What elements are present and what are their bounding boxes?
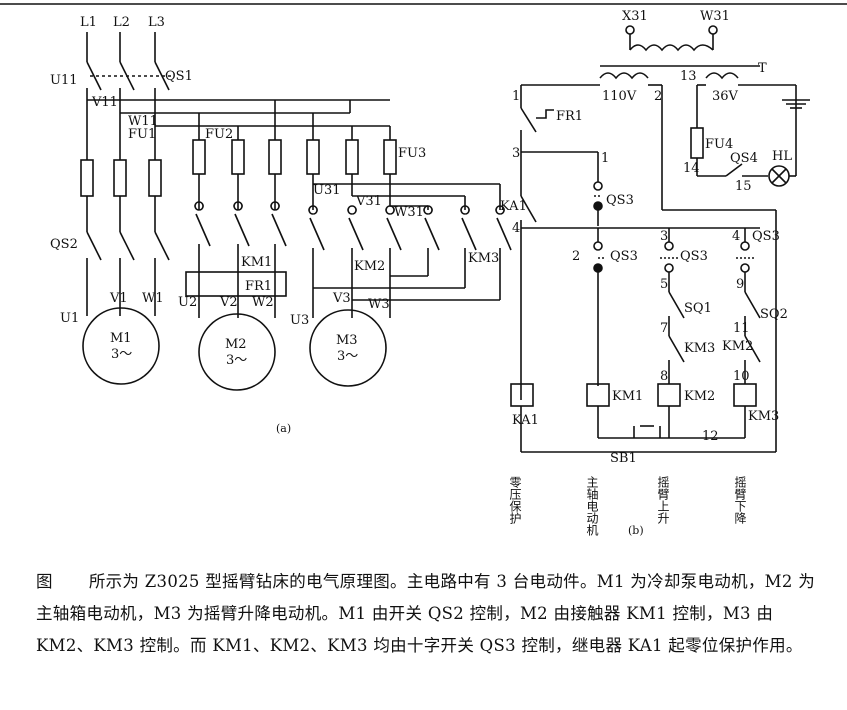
switch-label-qs3-d: QS3 xyxy=(752,229,780,244)
transformer-label-x31: X31 xyxy=(622,9,648,24)
contactor-label-km3: KM3 xyxy=(468,251,499,266)
button-label-sb1: SB1 xyxy=(610,451,637,466)
node-label-v31: V31 xyxy=(355,194,382,209)
node-label-u31: U31 xyxy=(313,183,341,198)
terminal-label-w2: W2 xyxy=(252,295,274,310)
function-label-spindle: 主轴电动机 xyxy=(585,476,599,536)
switch-label-qs3-c: QS3 xyxy=(680,249,708,264)
figure-caption: 图所示为 Z3025 型摇臂钻床的电气原理图。主电路中有 3 台电动件。M1 为… xyxy=(36,566,826,662)
voltage-label-110v: 110V xyxy=(602,89,637,104)
node-label-w11: W11 xyxy=(128,114,158,129)
terminal-label-v1: V1 xyxy=(109,291,128,306)
terminal-label-u2: U2 xyxy=(178,295,197,310)
switch-label-qs2: QS2 xyxy=(50,237,78,252)
fuse-label-fu3: FU3 xyxy=(398,146,426,161)
switch-label-qs3-a: QS3 xyxy=(606,193,634,208)
fuse-label-fu2: FU2 xyxy=(205,127,233,142)
phase-label-l1: L1 xyxy=(80,15,97,30)
contact-label-ka1: KA1 xyxy=(500,199,527,214)
wire-number-14: 14 xyxy=(683,161,700,176)
wire-number-1a: 1 xyxy=(512,89,520,104)
limit-label-sq1: SQ1 xyxy=(684,301,712,316)
wire-number-3: 3 xyxy=(512,146,520,161)
terminal-label-w3: W3 xyxy=(368,297,390,312)
motor-phase-m2: 3～ xyxy=(226,353,247,368)
function-label-arm-down: 摇臂下降 xyxy=(733,476,747,524)
function-label-zero-voltage: 零压保护 xyxy=(508,476,522,524)
fuse-label-fu4: FU4 xyxy=(705,137,733,152)
figure-label-a: (a) xyxy=(276,422,291,435)
wire-number-2b: 2 xyxy=(572,249,580,264)
wire-number-11: 11 xyxy=(733,321,750,336)
coil-label-km2: KM2 xyxy=(684,389,715,404)
wire-number-4b: 4 xyxy=(732,229,740,244)
wire-number-1b: 1 xyxy=(601,151,609,166)
wire-number-5: 5 xyxy=(660,277,668,292)
figure-label-b: (b) xyxy=(628,524,644,537)
overload-label-fr1: FR1 xyxy=(245,279,272,294)
wire-number-15: 15 xyxy=(735,179,752,194)
motor-label-m3: M3 xyxy=(336,333,358,348)
wire-number-9: 9 xyxy=(736,277,744,292)
limit-label-sq2: SQ2 xyxy=(760,307,788,322)
switch-label-qs3-b: QS3 xyxy=(610,249,638,264)
caption-text: 所示为 Z3025 型摇臂钻床的电气原理图。主电路中有 3 台电动件。M1 为冷… xyxy=(36,572,816,655)
function-label-arm-up: 摇臂上升 xyxy=(656,476,670,524)
terminal-label-u3: U3 xyxy=(290,313,309,328)
terminal-label-u1: U1 xyxy=(60,311,79,326)
coil-label-km3: KM3 xyxy=(748,409,779,424)
voltage-label-36v: 36V xyxy=(712,89,739,104)
transformer-label-t: T xyxy=(758,61,767,76)
phase-label-l3: L3 xyxy=(148,15,165,30)
node-label-u11: U11 xyxy=(50,73,78,88)
terminal-label-w1: W1 xyxy=(142,291,164,306)
node-label-v11: V11 xyxy=(91,95,118,110)
wire-number-10: 10 xyxy=(733,369,750,384)
wire-number-4a: 4 xyxy=(512,221,520,236)
interlock-label-km3: KM3 xyxy=(684,341,715,356)
terminal-label-v2: V2 xyxy=(219,295,238,310)
motor-label-m1: M1 xyxy=(110,331,132,346)
coil-label-km1: KM1 xyxy=(612,389,643,404)
motor-label-m2: M2 xyxy=(225,337,247,352)
wire-number-13: 13 xyxy=(680,69,697,84)
wire-number-3b: 3 xyxy=(660,229,668,244)
contactor-label-km2: KM2 xyxy=(354,259,385,274)
motor-phase-m1: 3～ xyxy=(111,347,132,362)
phase-label-l2: L2 xyxy=(113,15,130,30)
switch-label-qs4: QS4 xyxy=(730,151,758,166)
fuse-label-fu1: FU1 xyxy=(128,127,156,142)
wiring-diagram: L1 L2 L3 QS1 U11 V11 W11 FU1 FU2 FU3 QS2… xyxy=(0,3,847,537)
motor-phase-m3: 3～ xyxy=(337,349,358,364)
coil-label-ka1: KA1 xyxy=(512,413,539,428)
figure-word: 图 xyxy=(36,572,53,591)
wire-number-2: 2 xyxy=(654,89,662,104)
interlock-label-km2: KM2 xyxy=(722,339,753,354)
lamp-label-hl: HL xyxy=(772,149,792,164)
wire-number-8: 8 xyxy=(660,369,668,384)
switch-label-qs1: QS1 xyxy=(165,69,193,84)
wire-number-7: 7 xyxy=(660,321,668,336)
contactor-label-km1: KM1 xyxy=(241,255,272,270)
node-label-w31: W31 xyxy=(394,205,424,220)
wire-number-12: 12 xyxy=(702,429,719,444)
transformer-label-w31: W31 xyxy=(700,9,730,24)
contact-label-fr1: FR1 xyxy=(556,109,583,124)
terminal-label-v3: V3 xyxy=(332,291,351,306)
